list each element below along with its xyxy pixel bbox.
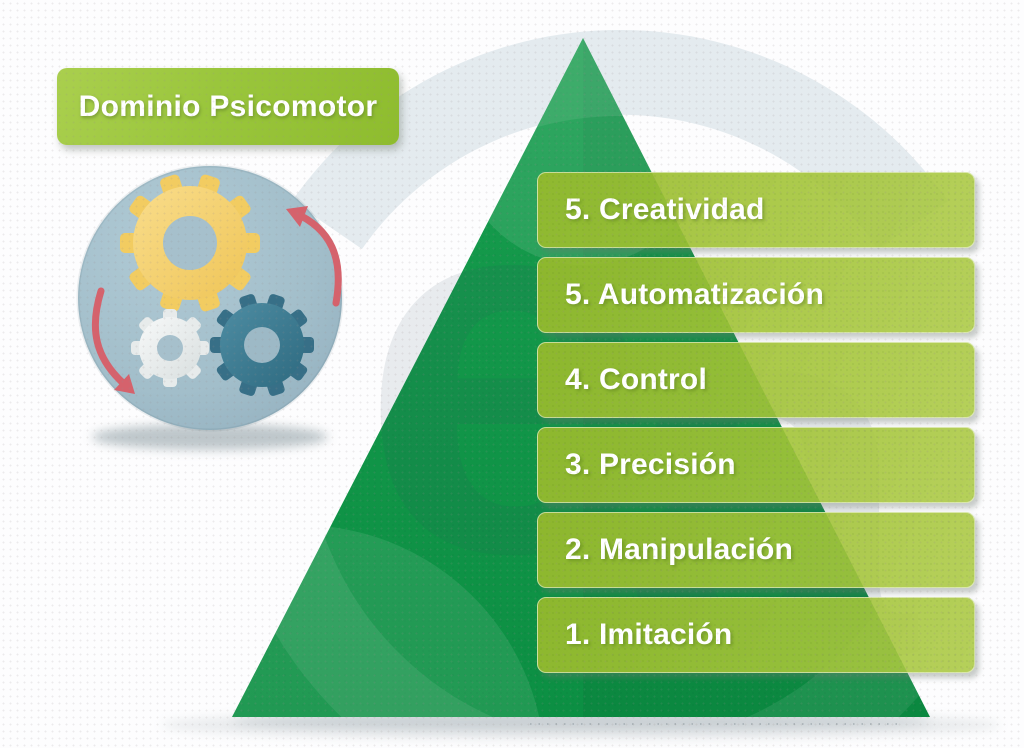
white-gear-icon xyxy=(131,309,209,387)
watermark-ring xyxy=(292,29,948,250)
pyramid-level-bar-creatividad: 5. Creatividad xyxy=(537,172,975,248)
pyramid-level-bar-automatizacion: 5. Automatización xyxy=(537,257,975,333)
pyramid-level-bar-control: 4. Control xyxy=(537,342,975,418)
pyramid-level-label: 5. Automatización xyxy=(565,278,824,311)
pyramid-shadow-core xyxy=(231,713,931,731)
pyramid-level-label: 3. Precisión xyxy=(565,448,736,481)
gears-circle-illustration xyxy=(76,164,344,450)
pyramid-level-bar-imitacion: 1. Imitación xyxy=(537,597,975,673)
pyramid-level-label: 5. Creatividad xyxy=(565,193,765,226)
pyramid-level-label: 1. Imitación xyxy=(565,618,733,651)
pyramid-level-label: 4. Control xyxy=(565,363,707,396)
title-badge: Dominio Psicomotor xyxy=(57,68,399,145)
yellow-gear-icon xyxy=(120,174,260,312)
rotation-arrow-left-icon xyxy=(91,287,135,394)
pyramid-level-label: 2. Manipulación xyxy=(565,533,794,566)
pyramid-level-bar-precision: 3. Precisión xyxy=(537,427,975,503)
teal-gear-icon xyxy=(210,294,314,396)
title-badge-label: Dominio Psicomotor xyxy=(78,89,378,123)
circle-shadow xyxy=(92,424,328,450)
rotation-arrow-right-icon xyxy=(286,206,342,307)
pyramid-level-bar-manipulacion: 2. Manipulación xyxy=(537,512,975,588)
